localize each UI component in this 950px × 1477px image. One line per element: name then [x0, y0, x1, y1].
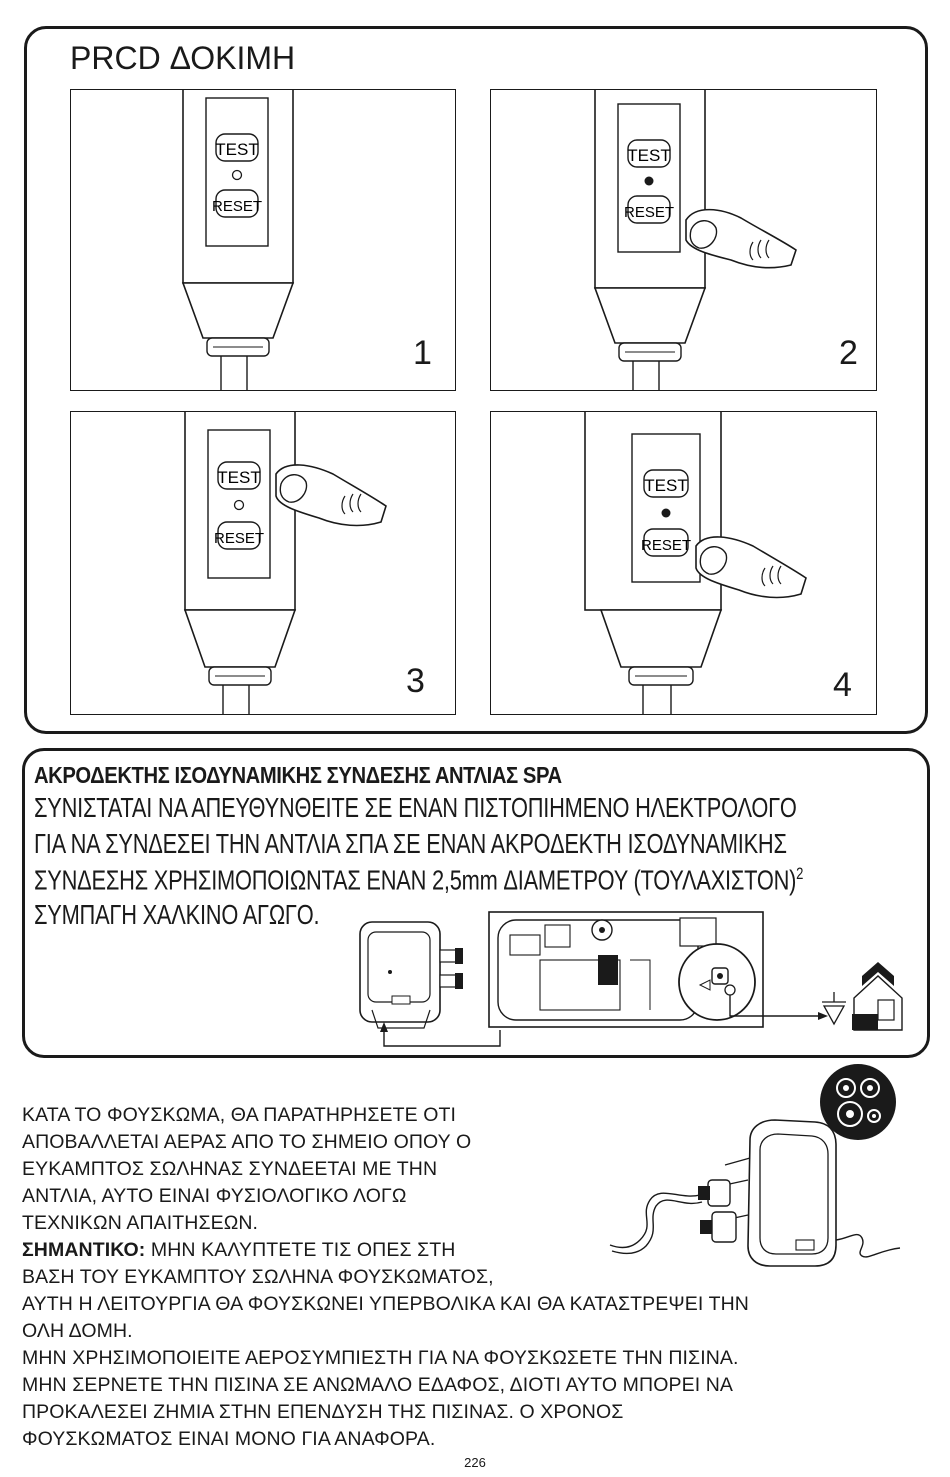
prcd-device-illustration: TEST RESET	[183, 412, 387, 714]
spa-text-line: ΣΥΝΔΕΣΗΣ ΧΡΗΣΙΜΟΠΟΙΩΝΤΑΣ ΕΝΑΝ 2,5mm ΔΙΑΜ…	[34, 864, 804, 896]
spa-section-heading: ΑΚΡΟΔΕΚΤΗΣ ΙΣΟΔΥΝΑΜΙΚΗΣ ΣΥΝΔΕΣΗΣ ΑΝΤΛΙΑΣ…	[34, 762, 562, 788]
superscript: 2	[796, 864, 804, 883]
prcd-device-illustration: TEST RESET	[593, 90, 797, 390]
test-label: TEST	[217, 468, 260, 487]
body-text-line: ΕΥΚΑΜΠΤΟΣ ΣΩΛΗΝΑΣ ΣΥΝΔΕΕΤΑΙ ΜΕ ΤΗΝ	[22, 1158, 438, 1180]
body-text-line: ΟΛΗ ΔΟΜΗ.	[22, 1320, 133, 1342]
reset-label: RESET	[641, 537, 691, 554]
spa-text-line: ΓΙΑ ΝΑ ΣΥΝΔΕΣΕΙ ΤΗΝ ΑΝΤΛΙΑ ΣΠΑ ΣΕ ΕΝΑΝ Α…	[34, 828, 787, 859]
finger-icon	[275, 464, 387, 527]
body-text-line: ΦΟΥΣΚΩΜΑΤΟΣ ΕΙΝΑΙ ΜΟΝΟ ΓΙΑ ΑΝΑΦΟΡΑ.	[22, 1428, 436, 1450]
prcd-title: PRCD ΔΟΚΙΜΗ	[70, 40, 296, 76]
air-holes-icon	[820, 1064, 896, 1140]
prcd-section	[24, 26, 928, 734]
body-text-line: ΚΑΤΑ ΤΟ ΦΟΥΣΚΩΜΑ, ΘΑ ΠΑΡΑΤΗΡΗΣΕΤΕ ΟΤΙ	[22, 1104, 457, 1126]
body-text-line: ΑΥΤΗ Η ΛΕΙΤΟΥΡΓΙΑ ΘΑ ΦΟΥΣΚΩΝΕΙ ΥΠΕΡΒΟΛΙΚ…	[22, 1293, 749, 1315]
prcd-device-illustration: TEST RESET	[181, 90, 295, 390]
indicator-light-on	[661, 508, 671, 518]
step-number-3: 3	[406, 662, 425, 700]
prcd-step-4-panel: TEST RESET 4	[490, 411, 877, 715]
indicator-light-on	[644, 176, 654, 186]
step-number-4: 4	[833, 666, 852, 704]
spa-pump-icon	[359, 921, 463, 1029]
reset-label: RESET	[212, 198, 262, 215]
finger-icon	[695, 536, 807, 599]
reset-label: RESET	[624, 204, 674, 221]
indicator-light-off	[233, 499, 245, 511]
page-number: 226	[464, 1455, 486, 1470]
step-number-2: 2	[839, 334, 858, 372]
reset-label: RESET	[214, 530, 264, 547]
spa-text-line: ΣΥΜΠΑΓΗ ΧΑΛΚΙΝΟ ΑΓΩΓΟ.	[34, 899, 320, 930]
building-icon	[852, 962, 903, 1031]
indicator-light-off	[231, 169, 243, 181]
ground-symbol-icon	[822, 992, 846, 1026]
spa-bonding-illustration	[359, 911, 903, 1047]
body-text-line: ΑΠΟΒΑΛΛΕΤΑΙ ΑΕΡΑΣ ΑΠΟ ΤΟ ΣΗΜΕΙΟ ΟΠΟΥ Ο	[22, 1131, 472, 1153]
important-label: ΣΗΜΑΝΤΙΚΟ:	[22, 1239, 146, 1261]
finger-icon	[685, 208, 797, 269]
prcd-device-illustration: TEST RESET	[584, 412, 807, 714]
prcd-step-1-panel: TEST RESET 1	[70, 89, 456, 391]
prcd-step-3-panel: TEST RESET 3	[70, 411, 456, 715]
test-label: TEST	[644, 476, 687, 495]
body-text-line: ΤΕΧΝΙΚΩΝ ΑΠΑΙΤΗΣΕΩΝ.	[22, 1212, 259, 1234]
body-text-line: ΜΗΝ ΧΡΗΣΙΜΟΠΟΙΕΙΤΕ ΑΕΡΟΣΥΜΠΙΕΣΤΗ ΓΙΑ ΝΑ …	[22, 1347, 739, 1369]
pump-inflation-illustration	[609, 1064, 901, 1267]
body-text-line: ΠΡΟΚΑΛΕΣΕΙ ΖΗΜΙΑ ΣΤΗΝ ΕΠΕΝΔΥΣΗ ΤΗΣ ΠΙΣΙΝ…	[22, 1401, 624, 1423]
body-text-line: ΑΝΤΛΙΑ, ΑΥΤΟ ΕΙΝΑΙ ΦΥΣΙΟΛΟΓΙΚΟ ΛΟΓΩ	[22, 1185, 407, 1207]
prcd-step-2-panel: TEST RESET 2	[490, 89, 877, 391]
spa-text-line: ΣΥΝΙΣΤΑΤΑΙ ΝΑ ΑΠΕΥΘΥΝΘΕΙΤΕ ΣΕ ΕΝΑΝ ΠΙΣΤΟ…	[34, 792, 797, 823]
important-note-line: ΣΗΜΑΝΤΙΚΟ: ΜΗΝ ΚΑΛΥΠΤΕΤΕ ΤΙΣ ΟΠΕΣ ΣΤΗ	[22, 1239, 456, 1261]
test-label: TEST	[215, 140, 258, 159]
body-text-line: ΒΑΣΗ ΤΟΥ ΕΥΚΑΜΠΤΟΥ ΣΩΛΗΝΑ ΦΟΥΣΚΩΜΑΤΟΣ,	[22, 1266, 494, 1288]
hose-icon	[609, 1192, 901, 1258]
step-number-1: 1	[413, 334, 432, 372]
test-label: TEST	[627, 146, 670, 165]
body-text-line: ΜΗΝ ΣΕΡΝΕΤΕ ΤΗΝ ΠΙΣΙΝΑ ΣΕ ΑΝΩΜΑΛΟ ΕΔΑΦΟΣ…	[22, 1374, 734, 1396]
spa-bonding-section	[22, 748, 930, 1058]
pump-interior-detail	[488, 911, 764, 1028]
pump-unit-icon	[698, 1119, 837, 1267]
